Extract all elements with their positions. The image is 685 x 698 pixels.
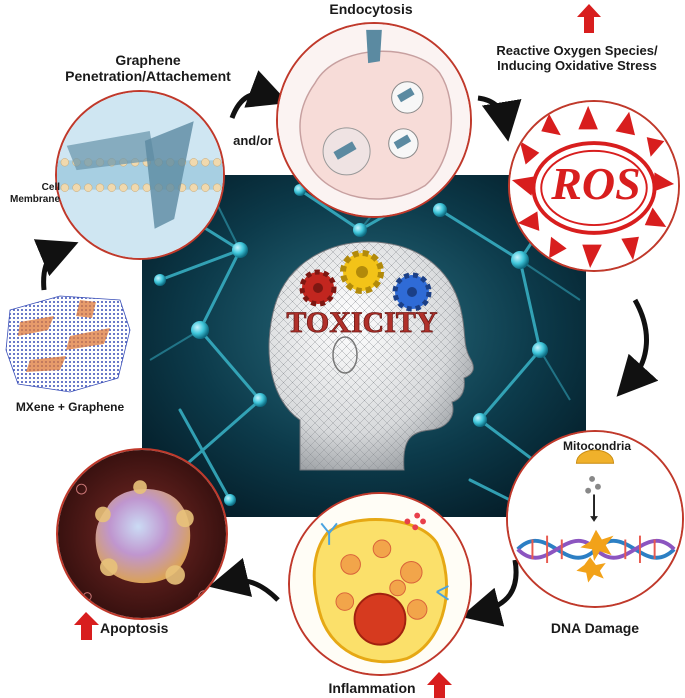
ros-title-line2: Inducing Oxidative Stress: [497, 57, 657, 73]
cell-membrane-line1: Cell: [41, 182, 60, 193]
red-up-arrows: [74, 4, 601, 698]
blue-gear: [392, 272, 432, 312]
dna-damage-label: DNA Damage: [550, 620, 640, 636]
graphene-label-line1: Graphene: [115, 52, 181, 68]
ros-title-label: Reactive Oxygen Species/ Inducing Oxidat…: [470, 43, 684, 74]
ros-text: ROS: [551, 158, 641, 209]
graphene-label-line2: Penetration/Attachement: [65, 68, 231, 85]
apoptosis-label: Apoptosis: [100, 620, 169, 636]
graphene-penetration-circle: [55, 90, 225, 260]
endocytosis-label: Endocytosis: [329, 1, 413, 17]
cell-membrane-label: Cell Membrane: [4, 182, 60, 205]
red-gear: [299, 269, 337, 307]
cell-membrane-line2: Membrane: [9, 193, 60, 205]
dna-damage-circle: Mitocondria: [506, 430, 684, 608]
mxene-graphene-label: MXene + Graphene: [15, 400, 125, 414]
mitocondria-label: Mitocondria: [563, 439, 631, 453]
yellow-gear: [340, 250, 384, 294]
ros-circle: ROS: [508, 100, 680, 272]
inflammation-circle: [288, 492, 472, 676]
apoptosis-circle: [56, 448, 228, 620]
graphene-penetration-label: Graphene Penetration/Attachement: [58, 52, 238, 84]
inflammation-label: Inflammation: [328, 680, 416, 696]
ros-title-line1: Reactive Oxygen Species/: [496, 43, 658, 58]
andor-label: and/or: [233, 133, 273, 148]
toxicity-text: TOXICITY: [286, 306, 437, 339]
endocytosis-circle: [276, 22, 472, 218]
